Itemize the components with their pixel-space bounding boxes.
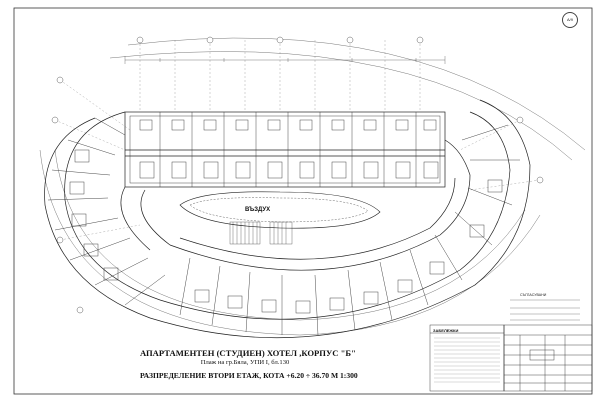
drawing-title: АПАРТАМЕНТЕН (СТУДИЕН) ХОТЕЛ ,КОРПУС "Б" bbox=[140, 348, 356, 358]
left-wing bbox=[44, 111, 171, 319]
sheet-border bbox=[13, 7, 593, 395]
top-wing bbox=[124, 111, 446, 188]
title-block bbox=[429, 324, 593, 392]
staircases bbox=[229, 221, 293, 245]
approval-lines bbox=[510, 299, 580, 321]
sheet-number-badge: А/9 bbox=[562, 12, 578, 28]
grid-axes bbox=[54, 40, 541, 241]
notes-lines bbox=[434, 337, 500, 383]
notes-heading: ЗАБЕЛЕЖКИ bbox=[433, 328, 459, 333]
central-void bbox=[179, 191, 381, 229]
drawing-location: Плаж на гр.Бяла, УПИ I, бл.130 bbox=[200, 359, 290, 366]
top-wing-rooms bbox=[139, 112, 439, 187]
central-void-label: ВЪЗДУХ bbox=[245, 207, 271, 213]
left-wing-rooms bbox=[47, 117, 166, 306]
dimension-lines bbox=[124, 56, 446, 64]
axis-markers bbox=[51, 36, 544, 314]
arc-guides bbox=[39, 37, 586, 336]
drawing-subtitle: РАЗПРЕДЕЛЕНИЕ ВТОРИ ЕТАЖ, КОТА +6.20 ÷ 3… bbox=[140, 371, 358, 380]
approvals-heading: СЪГЛАСУВАНИ bbox=[520, 293, 547, 297]
bottom-wing bbox=[149, 99, 531, 339]
bottom-wing-rooms bbox=[179, 124, 520, 336]
